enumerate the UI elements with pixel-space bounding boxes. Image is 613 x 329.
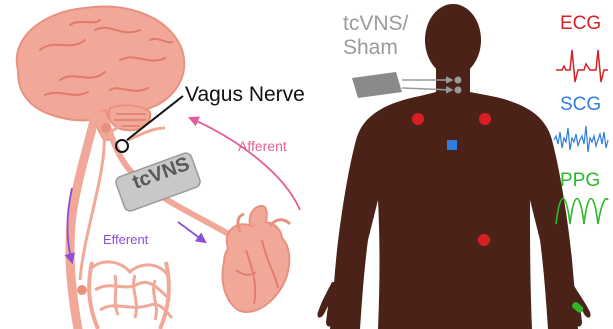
scg-waveform: [554, 126, 608, 152]
heart-illustration: [223, 206, 290, 312]
ecg-electrode-right: [479, 113, 491, 125]
ecg-label: ECG: [560, 14, 601, 33]
efferent-label: Efferent: [103, 233, 148, 246]
ecg-waveform: [556, 50, 608, 82]
vagus-nerve-label: Vagus Nerve: [185, 84, 305, 105]
stimulation-condition-label: tcVNS/ Sham: [343, 12, 408, 59]
spinal-cord: [70, 112, 104, 329]
gut-vessels-illustration: [89, 262, 172, 329]
stim-label-line1: tcVNS/: [343, 12, 408, 36]
afferent-arrow: [190, 118, 300, 210]
ecg-electrode-lower: [478, 234, 490, 246]
afferent-label: Afferent: [238, 139, 287, 153]
brain-illustration: [17, 7, 185, 140]
scg-label: SCG: [560, 95, 601, 114]
scg-sensor: [447, 140, 457, 150]
ppg-label: PPG: [560, 171, 600, 190]
stim-label-line2: Sham: [343, 36, 408, 60]
efferent-arrow-heart: [178, 222, 205, 242]
ecg-electrode-left: [412, 113, 424, 125]
